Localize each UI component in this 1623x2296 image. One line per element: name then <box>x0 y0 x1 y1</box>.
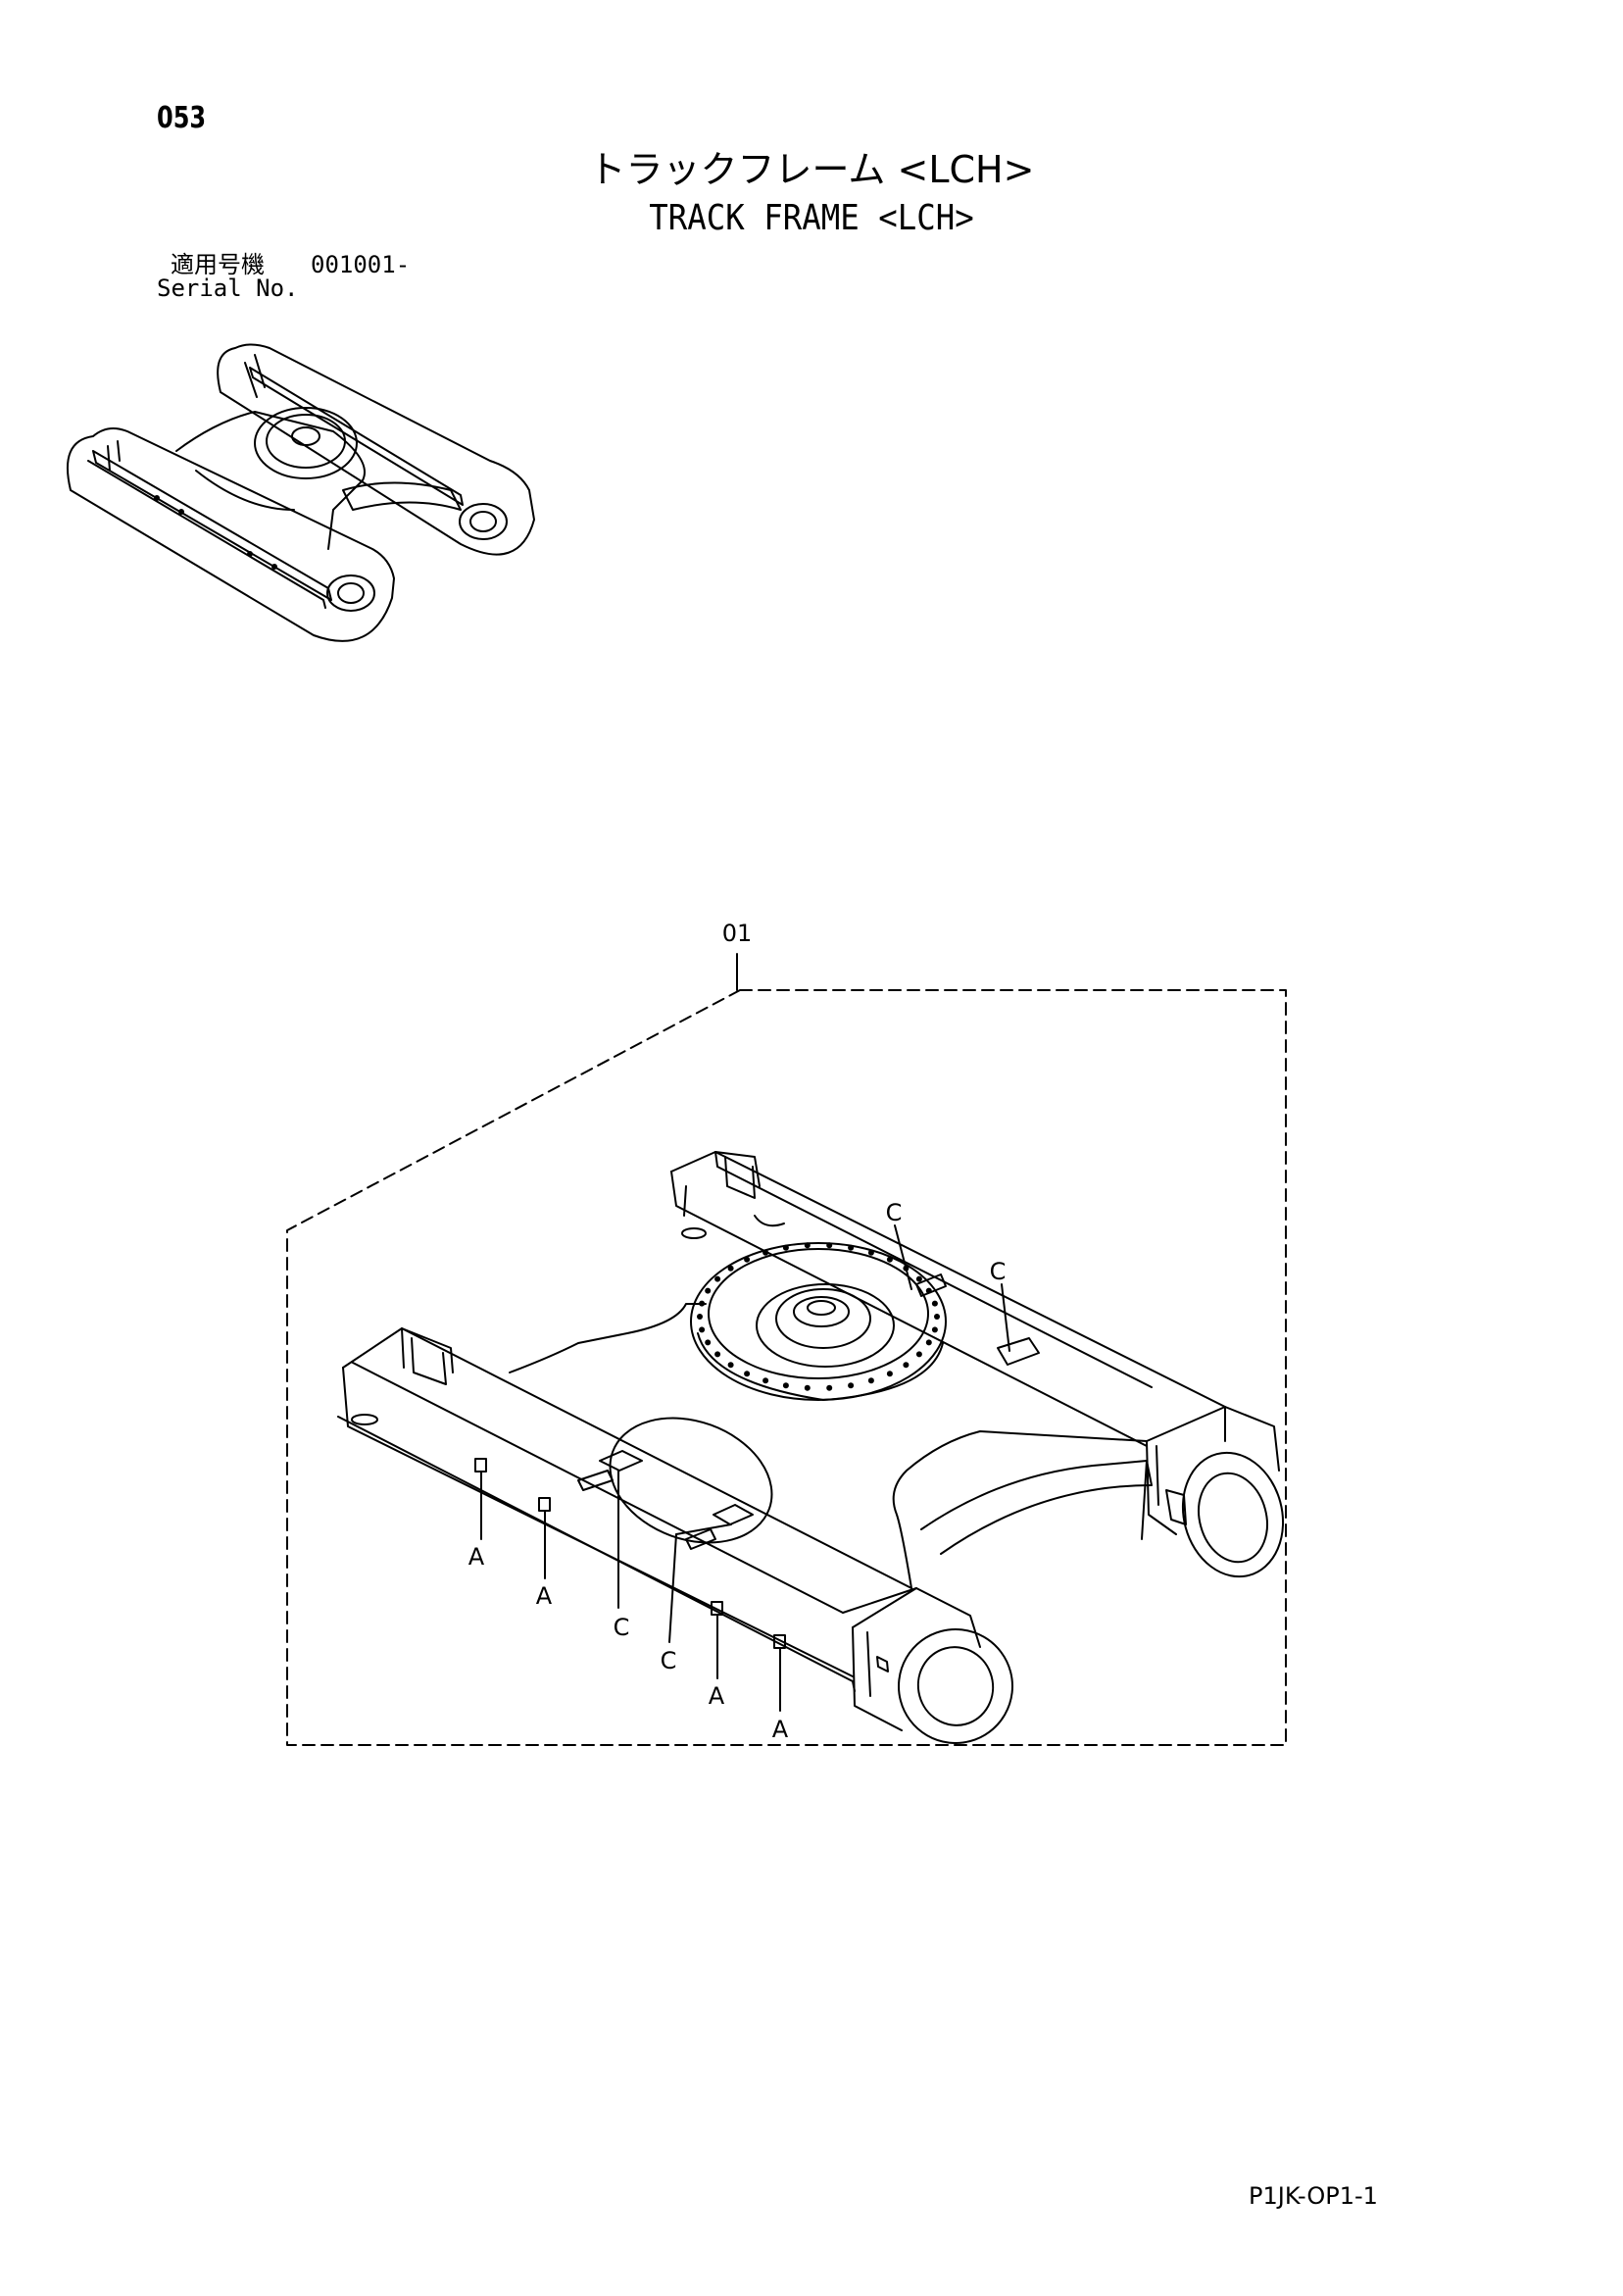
bolt-hole <box>826 1242 833 1249</box>
bolt-hole <box>697 1314 703 1320</box>
callout-c-ring: C <box>886 1199 903 1226</box>
bolt-hole <box>931 1300 938 1307</box>
bolt-hole <box>915 1275 922 1282</box>
callout-01: 01 <box>722 920 753 947</box>
bolt-hole <box>848 1244 855 1251</box>
title-japanese: トラックフレーム <LCH> <box>588 148 1035 191</box>
bolt-hole <box>886 1371 893 1377</box>
thumbnail-track-frame <box>66 343 535 642</box>
bolt-hole <box>714 1275 721 1282</box>
bolt-hole <box>804 1384 811 1391</box>
bolt-hole <box>931 1326 938 1333</box>
bolt-hole <box>925 1339 932 1346</box>
callout-a-2: A <box>536 1582 553 1610</box>
bolt-hole <box>867 1377 874 1384</box>
bolt-hole <box>714 1351 721 1358</box>
bolt-hole <box>867 1249 874 1256</box>
assembly-boundary <box>286 989 1287 1746</box>
bolt-hole <box>804 1242 811 1249</box>
bolt-hole <box>826 1384 833 1391</box>
bolt-hole <box>934 1314 940 1320</box>
bolt-hole <box>903 1362 910 1369</box>
bolt-hole <box>782 1244 789 1251</box>
bolt-hole <box>699 1326 706 1333</box>
callout-c-pad-1: C <box>614 1614 630 1641</box>
callout-a-4: A <box>772 1716 789 1743</box>
bolt-hole <box>705 1339 712 1346</box>
bolt-hole <box>744 1371 751 1377</box>
serial-label-japanese: 適用号機 <box>171 251 265 278</box>
bolt-hole <box>727 1362 734 1369</box>
bolt-hole <box>762 1249 769 1256</box>
bolt-hole <box>782 1382 789 1389</box>
track-frame-drawing <box>337 1151 1285 1744</box>
swing-ring-bolt-holes <box>697 1242 940 1391</box>
bolt-hole <box>762 1377 769 1384</box>
serial-label-english: Serial No. <box>157 275 299 302</box>
bolt-hole <box>915 1351 922 1358</box>
bolt-hole <box>744 1256 751 1263</box>
bolt-hole <box>886 1256 893 1263</box>
callout-a-3: A <box>709 1682 725 1710</box>
serial-value: 001001- <box>311 251 411 278</box>
title-english: TRACK FRAME <LCH> <box>649 198 974 238</box>
bolt-hole <box>727 1265 734 1272</box>
callout-a-1: A <box>468 1543 485 1571</box>
page-number: 053 <box>157 101 207 135</box>
callout-c-pad-2: C <box>661 1647 677 1674</box>
callout-c-rail: C <box>990 1258 1007 1285</box>
bolt-hole <box>705 1287 712 1294</box>
footer-code: P1JK-OP1-1 <box>1249 2182 1378 2210</box>
bolt-hole <box>699 1300 706 1307</box>
bolt-hole <box>848 1382 855 1389</box>
